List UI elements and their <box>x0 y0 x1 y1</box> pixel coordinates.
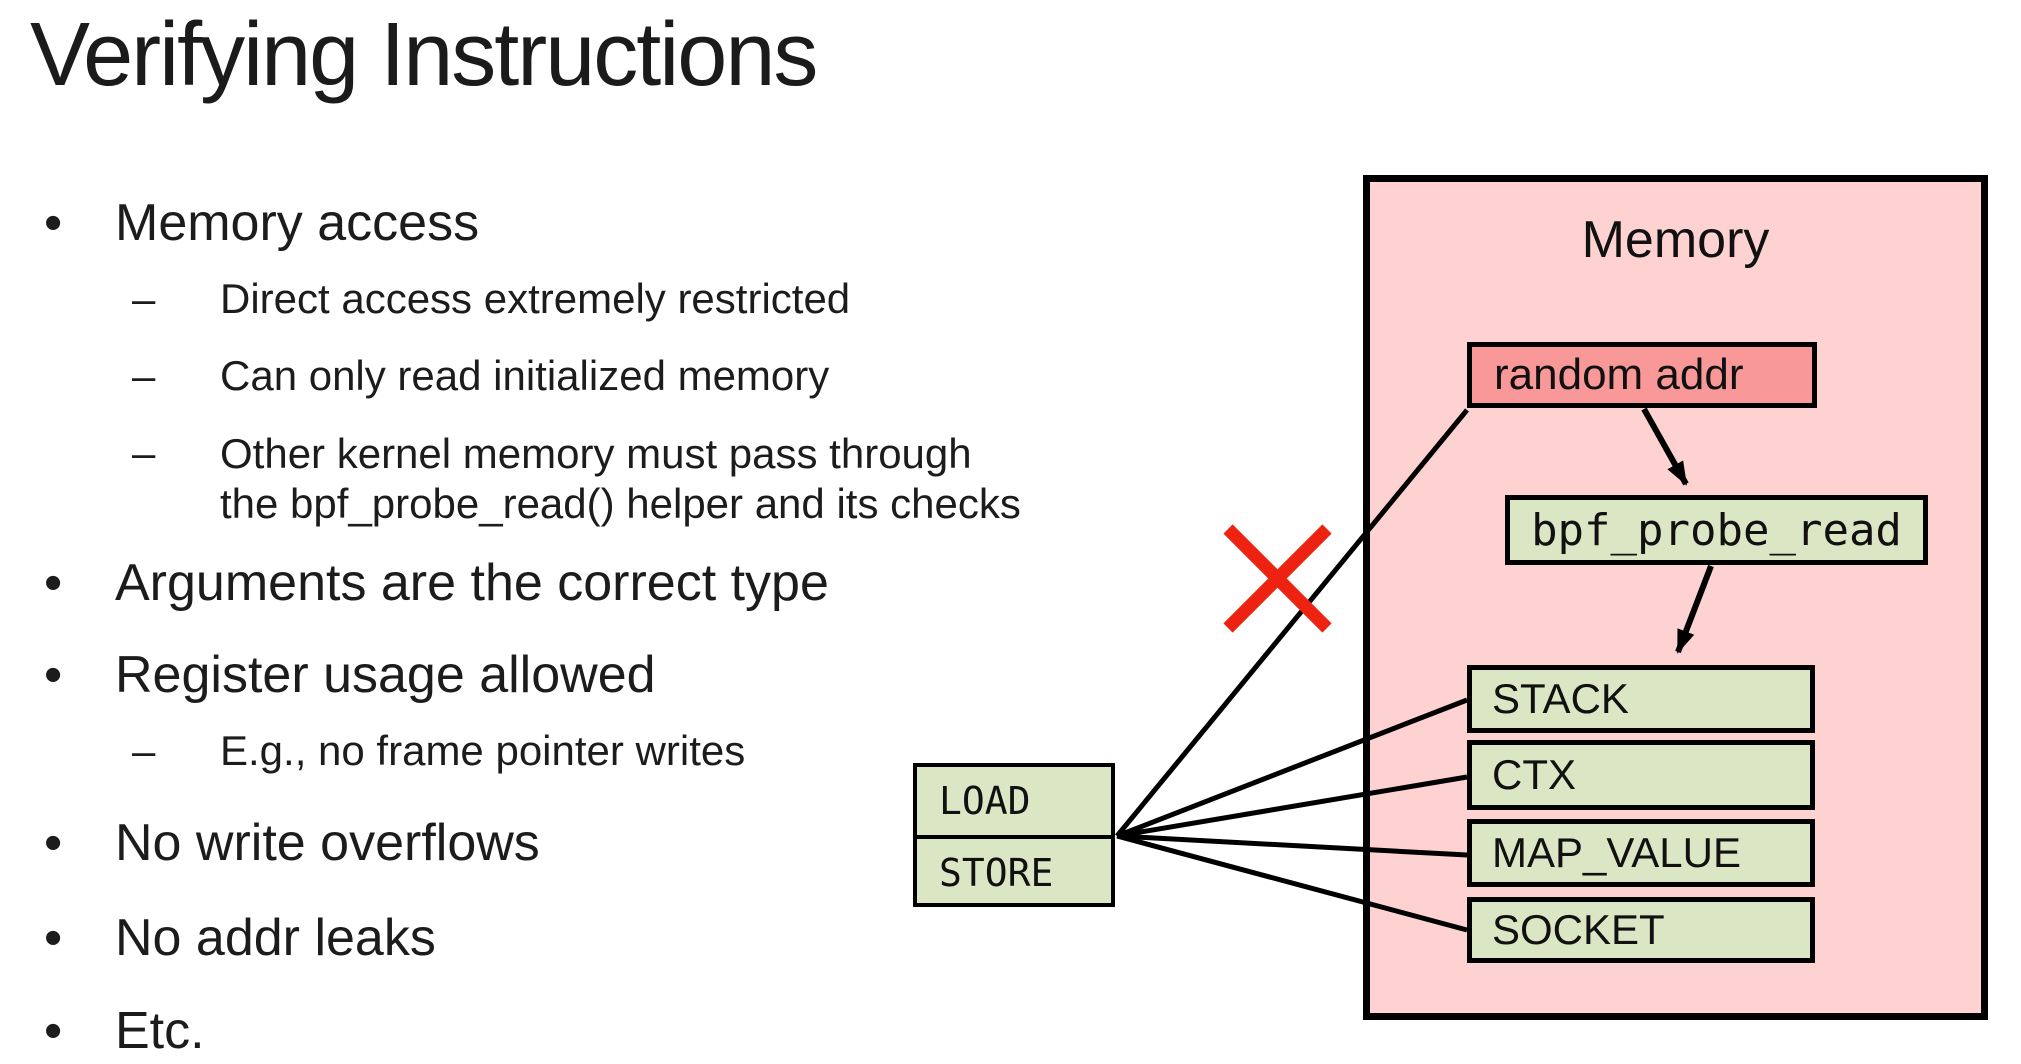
bullet-icon: • <box>44 194 63 252</box>
node-bpf-probe-read: bpf_probe_read <box>1505 495 1928 565</box>
bullet-text: Other kernel memory must pass through th… <box>220 429 1021 529</box>
dash-icon: – <box>132 727 156 774</box>
bullet-text-line: Other kernel memory must pass through <box>220 430 972 477</box>
memory-box-title: Memory <box>1581 211 1770 269</box>
node-socket: SOCKET <box>1467 897 1815 963</box>
store-cell: STORE <box>939 851 1054 895</box>
bullet-text: No addr leaks <box>115 909 436 967</box>
node-stack-label: STACK <box>1492 675 1629 722</box>
bullet-icon: • <box>44 646 63 704</box>
node-map-value: MAP_VALUE <box>1467 819 1815 887</box>
memory-box: Memory <box>1363 175 1988 1020</box>
node-map-value-label: MAP_VALUE <box>1492 829 1741 876</box>
bullet-icon: • <box>44 554 63 612</box>
load-store-divider <box>917 835 1111 839</box>
dash-icon: – <box>132 352 156 399</box>
bullet-text: E.g., no frame pointer writes <box>220 727 746 774</box>
node-random-addr-label: random addr <box>1494 350 1744 399</box>
page-title: Verifying Instructions <box>30 5 818 105</box>
bullet-icon: • <box>44 814 63 872</box>
load-store-box: LOAD STORE <box>913 763 1115 907</box>
load-cell: LOAD <box>939 779 1031 823</box>
bullet-icon: • <box>44 1002 63 1060</box>
dash-icon: – <box>132 275 156 322</box>
bullet-icon: • <box>44 909 63 967</box>
bullet-text: Arguments are the correct type <box>115 554 829 612</box>
bullet-text: Memory access <box>115 194 480 252</box>
bullet-text: No write overflows <box>115 814 540 872</box>
bullet-text: Register usage allowed <box>115 646 656 704</box>
node-socket-label: SOCKET <box>1492 906 1665 953</box>
bullet-text: Can only read initialized memory <box>220 352 830 399</box>
node-ctx-label: CTX <box>1492 751 1576 798</box>
dash-icon: – <box>132 429 156 476</box>
bullet-text: Direct access extremely restricted <box>220 275 851 322</box>
bullet-text: Etc. <box>115 1002 205 1060</box>
node-bpf-probe-read-label: bpf_probe_read <box>1531 504 1902 556</box>
x-mark-icon <box>1223 524 1332 633</box>
node-ctx: CTX <box>1467 740 1815 810</box>
node-random-addr: random addr <box>1467 342 1817 408</box>
node-stack: STACK <box>1467 665 1815 733</box>
bullet-text-line: the bpf_probe_read() helper and its chec… <box>220 480 1021 527</box>
